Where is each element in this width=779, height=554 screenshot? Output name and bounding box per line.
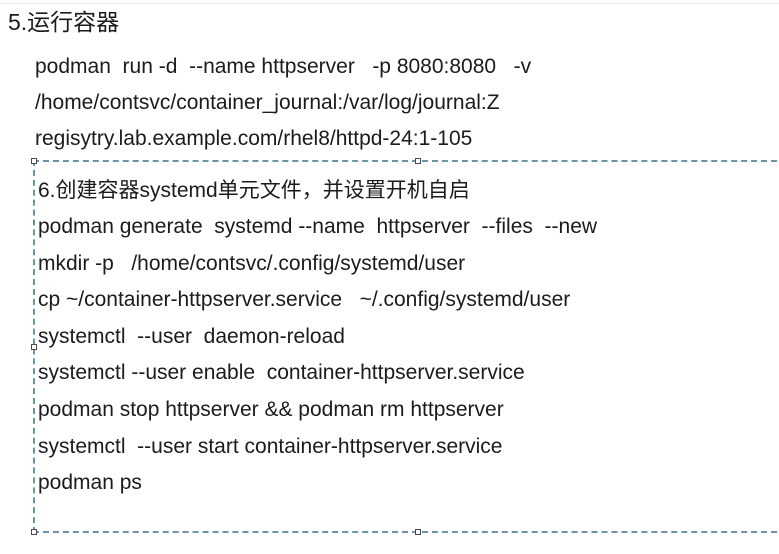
command-line-volume[interactable]: /home/contsvc/container_journal:/var/log… <box>35 91 500 114</box>
command-line-stop-rm[interactable]: podman stop httpserver && podman rm http… <box>38 397 504 421</box>
top-divider <box>0 3 779 4</box>
command-line-enable[interactable]: systemctl --user enable container-httpse… <box>38 361 525 385</box>
command-line-image[interactable]: regisytry.lab.example.com/rhel8/httpd-24… <box>35 127 473 150</box>
command-line-mkdir[interactable]: mkdir -p /home/contsvc/.config/systemd/u… <box>38 251 466 275</box>
command-line-cp[interactable]: cp ~/container-httpserver.service ~/.con… <box>38 288 571 312</box>
section6-content: 6.创建容器systemd单元文件，并设置开机自启 podman generat… <box>38 172 775 502</box>
command-line-ps[interactable]: podman ps <box>38 471 142 495</box>
command-line-generate[interactable]: podman generate systemd --name httpserve… <box>38 215 598 238</box>
systemd-textbox[interactable]: 6.创建容器systemd单元文件，并设置开机自启 podman generat… <box>31 158 779 535</box>
section5-commands: podman run -d --name httpserver -p 8080:… <box>35 49 779 157</box>
command-line-daemon-reload[interactable]: systemctl --user daemon-reload <box>38 324 345 348</box>
command-line-start[interactable]: systemctl --user start container-httpser… <box>38 434 503 458</box>
section6-title[interactable]: 6.创建容器systemd单元文件，并设置开机自启 <box>38 179 470 202</box>
resize-handle-top-left[interactable] <box>31 158 37 164</box>
resize-handle-bottom-middle[interactable] <box>415 529 421 535</box>
resize-handle-bottom-left[interactable] <box>31 529 37 535</box>
resize-handle-top-middle[interactable] <box>415 158 421 164</box>
section5-title[interactable]: 5.运行容器 <box>8 9 120 35</box>
resize-handle-middle-left[interactable] <box>31 343 37 350</box>
command-line-run[interactable]: podman run -d --name httpserver -p 8080:… <box>35 55 532 78</box>
